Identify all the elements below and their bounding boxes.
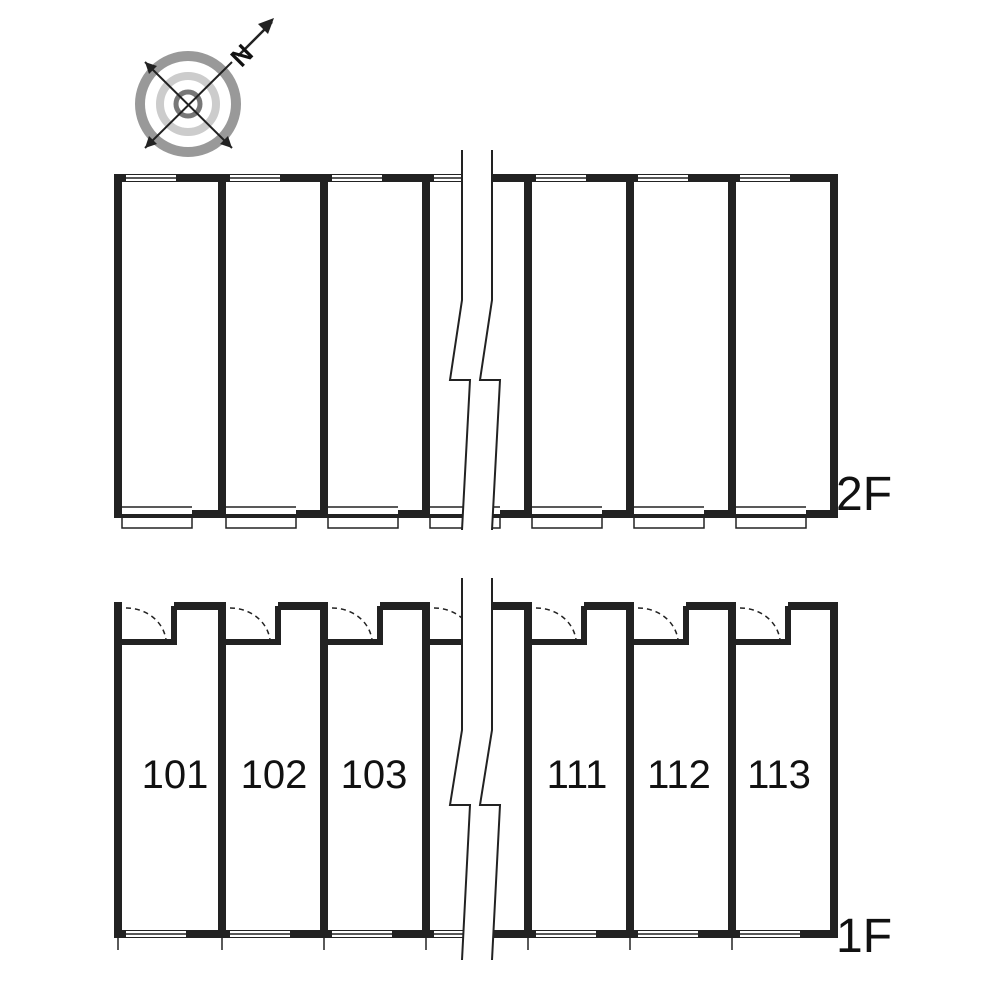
floor-2-break-line-left xyxy=(448,150,472,531)
floor-2-plan: 2F xyxy=(114,150,892,531)
compass-icon: N xyxy=(135,18,274,157)
room-112-label: 112 xyxy=(647,753,711,797)
floor-2-break-line-right xyxy=(478,150,502,531)
floor-1-label: 1F xyxy=(836,910,892,963)
compass-north-label: N xyxy=(224,38,258,72)
room-102-label: 102 xyxy=(241,753,308,797)
room-101-label: 101 xyxy=(142,753,209,797)
floor-1-entry-wall-5 xyxy=(634,606,689,645)
floor-1-door-swing-5 xyxy=(637,607,679,641)
floor-1-plan: 101 102 103 111 112 113 1F xyxy=(114,578,892,963)
floor-1-break-line-left xyxy=(448,578,472,961)
floor-1-door-gap-4 xyxy=(532,602,584,610)
floor-1-door-gap-0 xyxy=(122,602,174,610)
floor-1-entry-wall-6 xyxy=(736,606,791,645)
floor-1-door-gap-1 xyxy=(226,602,278,610)
room-103-label: 103 xyxy=(341,753,408,797)
room-113-label: 113 xyxy=(747,753,811,797)
floor-1-door-gap-3 xyxy=(430,602,482,610)
floor-1-door-gap-6 xyxy=(736,602,788,610)
floor-1-entry-wall-4 xyxy=(532,606,587,645)
floor-1-break-line-right xyxy=(478,578,502,961)
floor-2-label: 2F xyxy=(836,468,892,521)
north-arrow-icon xyxy=(258,18,274,34)
floor-1-partitions xyxy=(218,606,736,934)
room-labels: 101 102 103 111 112 113 xyxy=(142,753,811,797)
floor-1-door-gap-2 xyxy=(328,602,380,610)
floor-1-entry-wall-1 xyxy=(226,606,281,645)
floor-1-entries xyxy=(122,602,791,645)
floor-1-door-swing-6 xyxy=(739,607,781,641)
floor-1-entry-wall-0 xyxy=(122,606,177,645)
floor-1-door-swing-1 xyxy=(229,607,271,641)
floor-2-partitions xyxy=(126,175,790,514)
floor-1-door-gap-5 xyxy=(634,602,686,610)
floor-1-entry-wall-2 xyxy=(328,606,383,645)
room-111-label: 111 xyxy=(547,753,608,797)
floor-1-door-swing-2 xyxy=(331,607,373,641)
floor-1-door-swing-4 xyxy=(535,607,577,641)
floor-1-door-swing-0 xyxy=(125,607,167,641)
